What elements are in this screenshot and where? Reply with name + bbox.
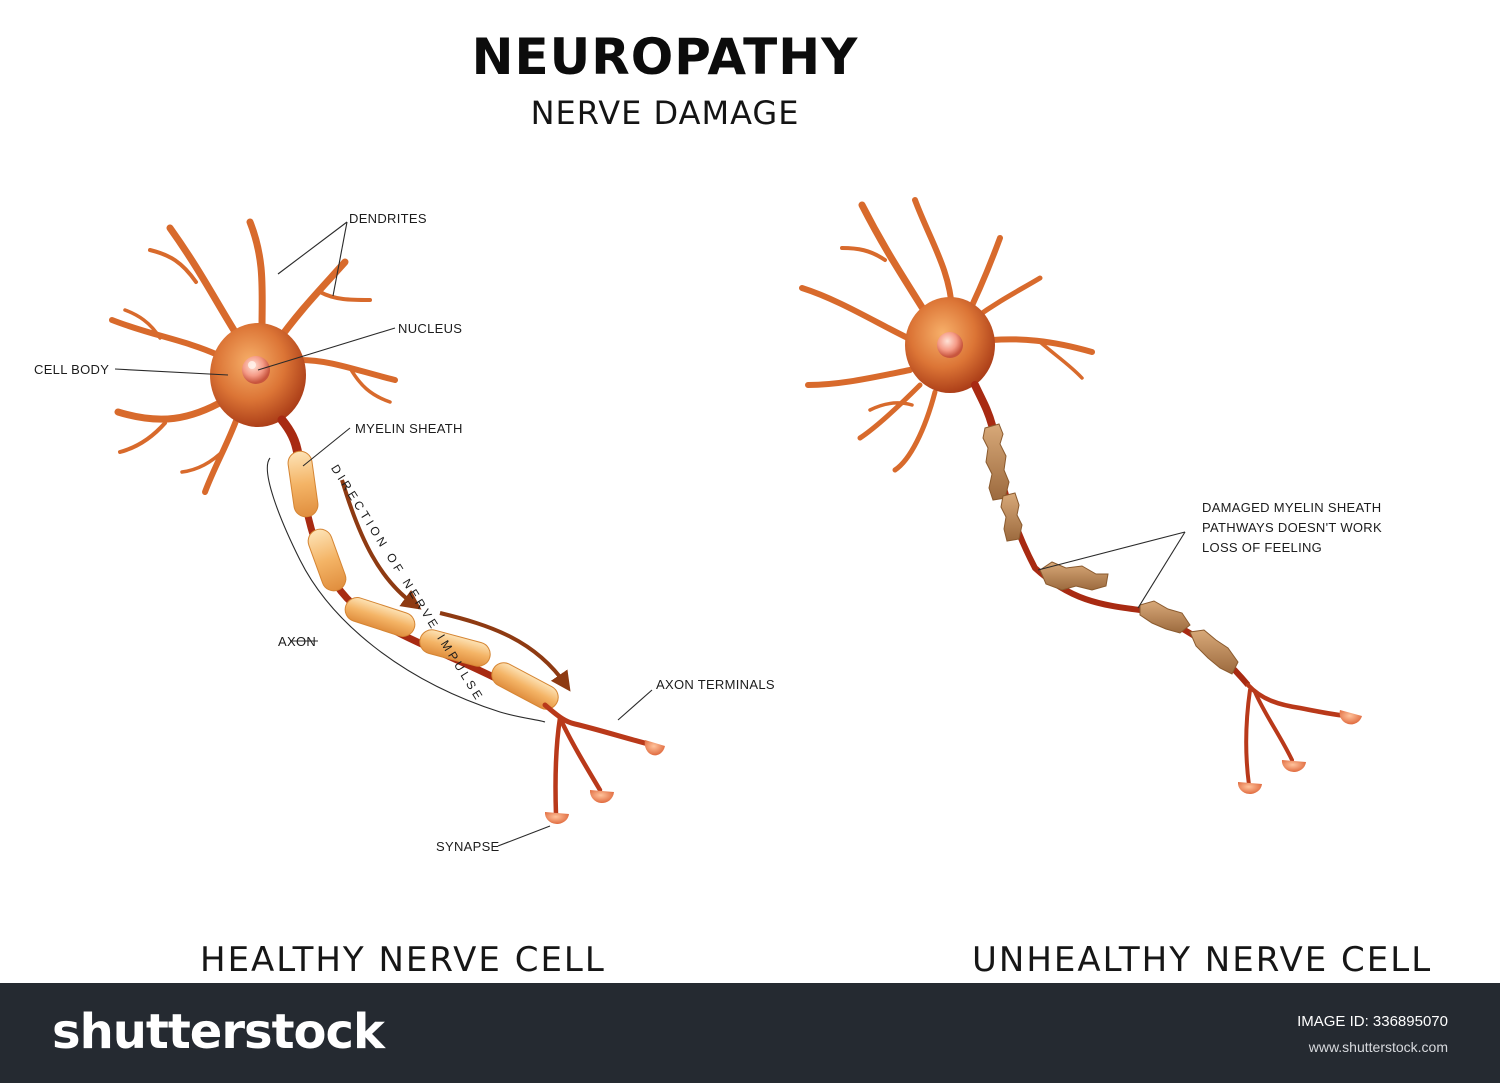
neuron-illustration [109,197,1362,847]
page-title: NEUROPATHY [471,28,859,86]
caption-healthy: HEALTHY NERVE CELL [200,940,606,980]
label-synapse: SYNAPSE [436,839,500,854]
healthy-axon-terminals [542,702,655,818]
healthy-myelin-sheath [287,450,559,710]
label-axon: AXON [278,634,317,649]
diagram-stage: NEUROPATHY NERVE DAMAGE DENDRITES NUCLEU… [34,28,1433,980]
label-axon-terminals: AXON TERMINALS [656,677,775,692]
terminal-bulb [644,740,665,756]
unhealthy-nucleus [937,332,963,358]
note-damaged-myelin: DAMAGED MYELIN SHEATH [1202,500,1382,515]
healthy-leader-lines [114,221,653,847]
page-subtitle: NERVE DAMAGE [530,94,800,132]
healthy-neuron [109,218,665,847]
unhealthy-axon-terminals [1244,682,1351,787]
unhealthy-neuron [799,197,1362,794]
synapse-bulb [544,812,569,824]
healthy-axon-hillock [277,415,303,460]
label-nucleus: NUCLEUS [398,321,463,336]
caption-unhealthy: UNHEALTHY NERVE CELL [972,940,1433,980]
label-myelin-sheath: MYELIN SHEATH [355,421,463,436]
site-url[interactable]: www.shutterstock.com [1308,1039,1448,1055]
damaged-myelin-sheath [982,423,1239,675]
note-pathways: PATHWAYS DOESN'T WORK [1202,520,1382,535]
note-loss-of-feeling: LOSS OF FEELING [1202,540,1323,555]
impulse-arrow [439,611,571,692]
impulse-arrow [340,479,422,610]
label-cell-body: CELL BODY [34,362,110,377]
image-id: IMAGE ID: 336895070 [1297,1013,1448,1030]
brand-logo: shutterstock [52,1004,385,1060]
terminal-bulb [589,790,614,804]
footer-bar [0,983,1500,1083]
unhealthy-leader-lines [1037,531,1186,609]
label-dendrites: DENDRITES [349,211,427,226]
healthy-nucleus [242,356,270,384]
